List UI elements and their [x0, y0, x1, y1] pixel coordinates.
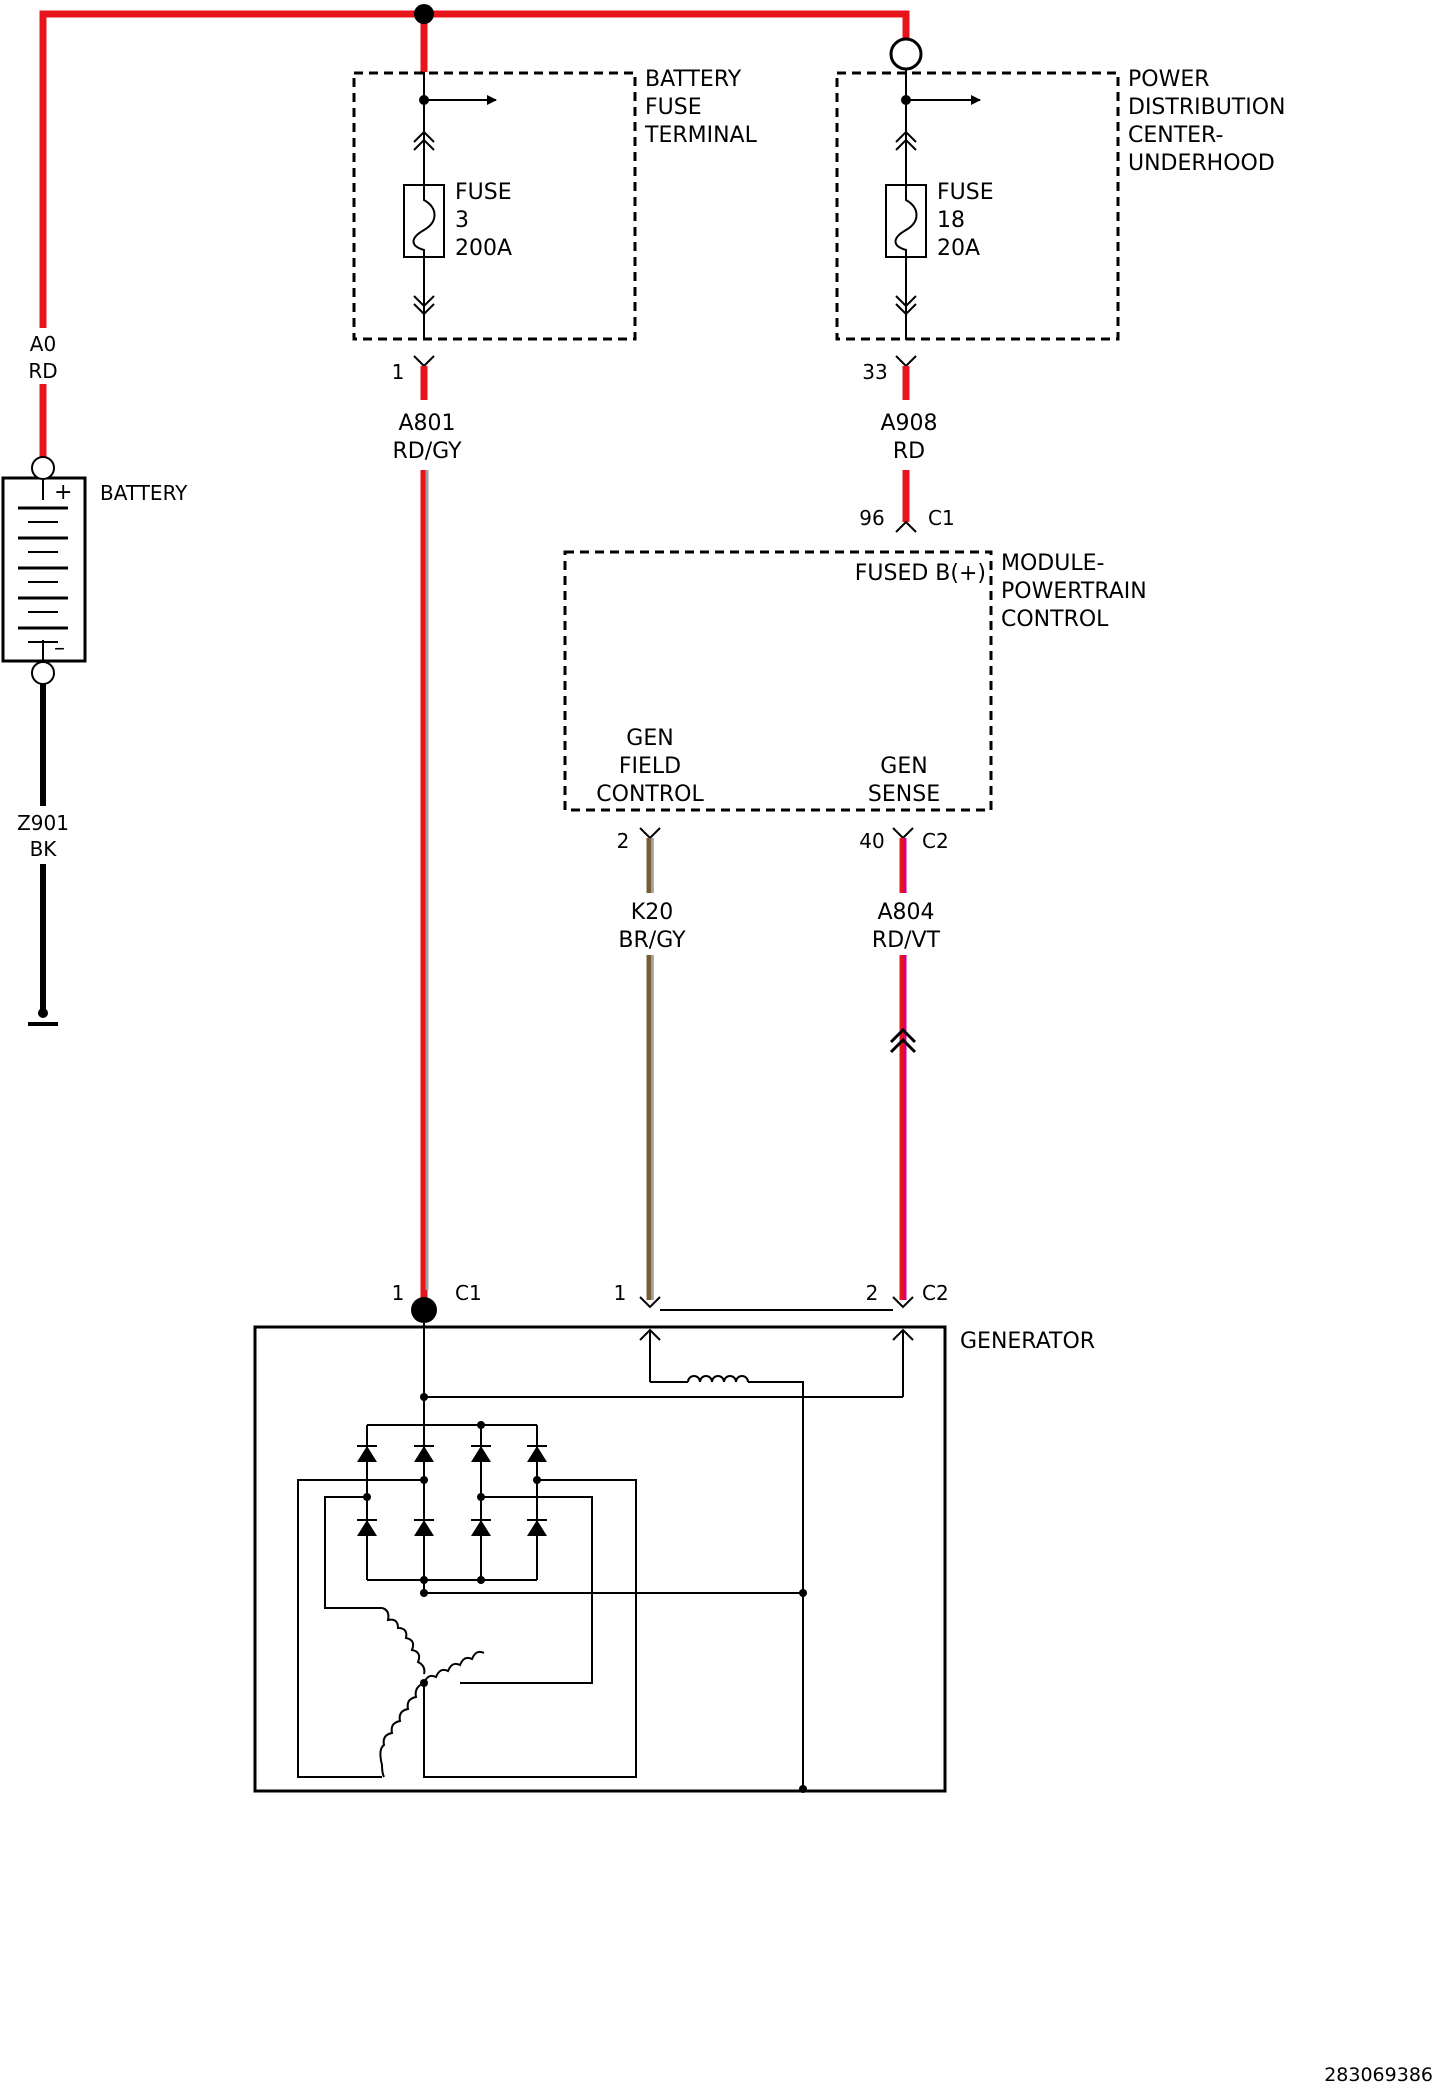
fuse3-line2: 3 — [455, 208, 469, 233]
connector-symbol — [413, 355, 435, 368]
pdc-box — [835, 69, 1120, 368]
battery-label: BATTERY — [100, 481, 188, 505]
wire-a804-code: A804 — [877, 900, 934, 925]
wire-k20 — [646, 838, 654, 1300]
generator-label: GENERATOR — [960, 1329, 1095, 1354]
pcm-label-2: POWERTRAIN — [1001, 579, 1147, 604]
wire-a804-color: RD/VT — [872, 928, 941, 953]
gen-c2-pin-sense: 2 — [866, 1281, 879, 1305]
bft-label-2: FUSE — [645, 95, 702, 120]
diode-icon — [357, 1519, 547, 1536]
fuse3-line1: FUSE — [455, 180, 512, 205]
pcm-box — [563, 550, 993, 812]
gen-c1-pin: 1 — [392, 1281, 405, 1305]
fuse18-line1: FUSE — [937, 180, 994, 205]
battery-fuse-terminal-box — [352, 71, 637, 368]
battery-plus: + — [54, 480, 72, 505]
bft-pin: 1 — [392, 360, 405, 384]
diode-icon — [357, 1445, 547, 1462]
bft-label-3: TERMINAL — [644, 123, 758, 148]
gen-c2-pin-field: 1 — [614, 1281, 627, 1305]
pcm-field-pin: 2 — [617, 829, 630, 853]
fuse18-line3: 20A — [937, 236, 980, 261]
diagram-id: 283069386 — [1324, 2064, 1433, 2085]
pcm-fused-b: FUSED B(+) — [855, 561, 986, 586]
connector-symbol — [895, 355, 917, 368]
fuse3-line3: 200A — [455, 236, 512, 261]
pcm-input-pin: 96 — [859, 506, 884, 530]
gen-c1-connector: C1 — [455, 1281, 482, 1305]
pdc-label-3: CENTER- — [1128, 123, 1223, 148]
pcm-input-connector: C1 — [928, 506, 955, 530]
connector-symbol — [895, 520, 917, 533]
pcm-label-1: MODULE- — [1001, 551, 1104, 576]
wire-z901-color: BK — [30, 837, 58, 861]
gen-sense-line1: GEN — [880, 754, 927, 779]
gen-field-line1: GEN — [626, 726, 673, 751]
wire-a0-color: RD — [28, 359, 57, 383]
pdc-label-2: DISTRIBUTION — [1128, 95, 1286, 120]
generator-box — [253, 1323, 947, 1793]
splice-dot — [414, 4, 434, 24]
connector-symbol — [892, 827, 914, 840]
battery-minus: – — [54, 636, 65, 661]
gen-field-line2: FIELD — [619, 754, 681, 779]
wire-a0-code: A0 — [30, 332, 56, 356]
bft-label-1: BATTERY — [645, 67, 742, 92]
field-coil-icon — [687, 1375, 749, 1383]
pdc-label-1: POWER — [1128, 67, 1210, 92]
generator-c1-terminal — [411, 1297, 437, 1323]
wire-a804 — [889, 838, 917, 1300]
pdc-label-4: UNDERHOOD — [1128, 151, 1275, 176]
wire-a908-code: A908 — [880, 411, 937, 436]
wire-label-mask — [18, 328, 68, 384]
pdc-pin: 33 — [862, 360, 887, 384]
battery-symbol — [1, 456, 87, 685]
wire-k20-code: K20 — [631, 900, 673, 925]
pcm-label-3: CONTROL — [1001, 607, 1109, 632]
wire-a801-color: RD/GY — [392, 439, 462, 464]
generator-c2-connectors — [639, 1296, 914, 1311]
connector-symbol — [639, 827, 661, 840]
fuse18-line2: 18 — [937, 208, 965, 233]
wire-a908 — [895, 366, 917, 533]
pdc-stud-terminal — [889, 37, 923, 71]
top-bus-wire — [39, 4, 910, 470]
gen-field-line3: CONTROL — [596, 782, 704, 807]
pcm-sense-pin: 40 — [859, 829, 884, 853]
wire-k20-color: BR/GY — [618, 928, 686, 953]
wire-a801-code: A801 — [398, 411, 455, 436]
stator-coil-icon — [379, 1607, 494, 1778]
wire-z901-code: Z901 — [17, 811, 69, 835]
pcm-sense-connector: C2 — [922, 829, 949, 853]
gen-sense-line2: SENSE — [868, 782, 940, 807]
wire-a801 — [420, 366, 429, 1305]
gen-c2-connector: C2 — [922, 1281, 949, 1305]
ground-wire — [15, 684, 75, 1026]
wire-a908-color: RD — [893, 439, 925, 464]
